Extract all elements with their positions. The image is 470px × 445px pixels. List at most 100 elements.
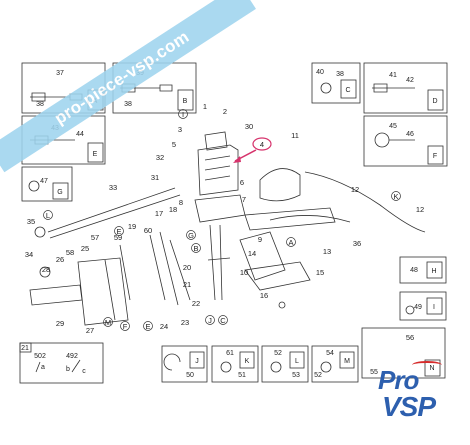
provsp-logo: Pro VSP [360, 361, 450, 425]
callout-5: 5 [172, 140, 176, 149]
inset-box-c [311, 62, 361, 104]
part-51-label: 51 [238, 372, 246, 379]
box-letter-b: B [183, 98, 188, 105]
callout-31: 31 [151, 173, 159, 182]
callout-8: 8 [179, 198, 183, 207]
box-letter-l: L [295, 358, 299, 365]
logo-line-2: VSP [382, 391, 436, 422]
callout-16: 16 [260, 291, 268, 300]
inset-box-i [399, 291, 447, 321]
letter-callout-l: L [46, 211, 50, 220]
part-55-label: 55 [370, 369, 378, 376]
letter-callout-b: B [193, 244, 198, 253]
letter-callout-i: I [182, 110, 184, 119]
box-21-letter-c: c [82, 368, 86, 375]
callout-30: 30 [245, 122, 253, 131]
callout-19: 19 [128, 222, 136, 231]
part-50-label: 50 [186, 372, 194, 379]
callout-6: 6 [240, 178, 244, 187]
box-letter-e: E [93, 151, 98, 158]
part-54-label: 54 [326, 350, 334, 357]
part-42-label: 42 [406, 77, 414, 84]
highlight-arrowhead [233, 156, 241, 163]
part-52-label-l: 52 [274, 350, 282, 357]
box-letter-d: D [432, 98, 437, 105]
inset-box-g [21, 166, 73, 202]
part-38-label-c: 38 [336, 71, 344, 78]
inset-box-21 [19, 342, 104, 384]
callout-32: 32 [156, 153, 164, 162]
letter-callout-a: A [288, 238, 293, 247]
part-61-label: 61 [226, 350, 234, 357]
box-21-value-492: 492 [66, 353, 78, 360]
box-21-value-502: 502 [34, 353, 46, 360]
part-49-label: 49 [414, 304, 422, 311]
part-44-label: 44 [76, 131, 84, 138]
callout-28: 28 [42, 265, 50, 274]
callout-14: 14 [248, 249, 256, 258]
part-37-label: 37 [56, 70, 64, 77]
box-letter-c: C [345, 87, 350, 94]
callout-60: 60 [144, 226, 152, 235]
letter-callout-e2: E [145, 322, 150, 331]
callout-2: 2 [223, 107, 227, 116]
callout-20: 20 [183, 263, 191, 272]
inset-box-d [363, 62, 448, 114]
callout-12a: 12 [351, 185, 359, 194]
callout-3: 3 [178, 125, 182, 134]
box-21-title: 21 [21, 345, 29, 352]
part-52-label-m: 52 [314, 372, 322, 379]
logo-swoosh [412, 361, 442, 369]
callout-34: 34 [25, 250, 33, 259]
letter-callouts [43, 109, 401, 331]
inset-box-l [261, 345, 309, 383]
callout-12b: 12 [416, 205, 424, 214]
box-21-letter-b: b [66, 366, 70, 373]
callout-1: 1 [203, 102, 207, 111]
callout-10: 10 [240, 268, 248, 277]
inset-box-n [361, 327, 446, 379]
part-38-label-a: 38 [36, 101, 44, 108]
callout-24: 24 [160, 322, 168, 331]
letter-callout-m: M [105, 318, 111, 327]
box-21-letter-a: a [41, 364, 45, 371]
callout-57: 57 [91, 233, 99, 242]
logo-line-1: Pro [378, 365, 419, 395]
box-letter-k: K [245, 358, 250, 365]
highlight-callout: 4 [233, 137, 272, 163]
box-letter-j: J [195, 358, 199, 365]
letter-callout-j: J [208, 316, 212, 325]
inset-box-m [311, 345, 359, 383]
inset-box-h [399, 256, 447, 284]
part-46-label: 46 [406, 131, 414, 138]
letter-callout-f: F [123, 322, 128, 331]
callout-26: 26 [56, 255, 64, 264]
callout-7: 7 [242, 195, 246, 204]
part-41-label: 41 [389, 72, 397, 79]
part-38-label-b: 38 [124, 101, 132, 108]
callout-22: 22 [192, 299, 200, 308]
part-48-label: 48 [410, 267, 418, 274]
main-assembly-drawing [29, 131, 426, 326]
part-45-label: 45 [389, 123, 397, 130]
highlight-ellipse [252, 137, 272, 151]
callout-13: 13 [323, 247, 331, 256]
part-callouts: 1 2 3 5 6 7 8 9 10 11 12 12 13 14 15 16 … [25, 102, 424, 342]
callout-56: 56 [406, 333, 414, 342]
callout-25: 25 [81, 244, 89, 253]
callout-18: 18 [169, 205, 177, 214]
part-47-label: 47 [40, 178, 48, 185]
callout-59: 59 [114, 233, 122, 242]
box-letter-i: I [433, 304, 435, 311]
highlight-label: 4 [260, 140, 264, 149]
callout-15: 15 [316, 268, 324, 277]
box-letter-m: M [344, 358, 350, 365]
part-40-label: 40 [316, 69, 324, 76]
callout-21: 21 [183, 280, 191, 289]
callout-35: 35 [27, 217, 35, 226]
callout-29: 29 [56, 319, 64, 328]
inset-box-f [363, 115, 448, 167]
callout-33: 33 [109, 183, 117, 192]
letter-callout-k: K [393, 192, 398, 201]
letter-callout-c: C [220, 316, 226, 325]
